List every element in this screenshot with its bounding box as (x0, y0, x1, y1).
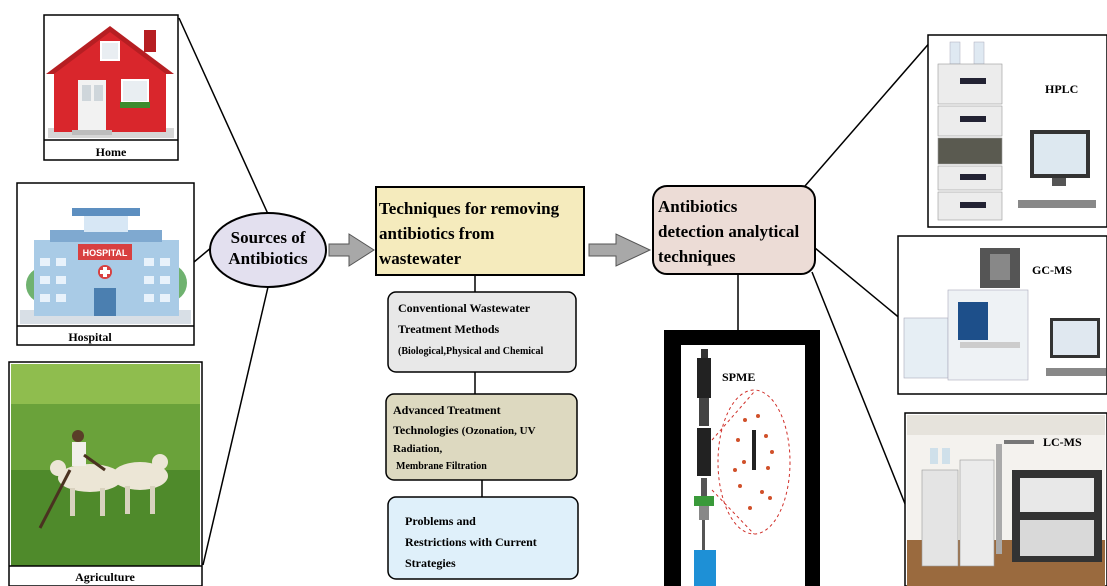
arrow-sources-to-removal (328, 233, 375, 267)
detection-title-line3: techniques (658, 247, 736, 266)
connector-hospital (193, 246, 213, 263)
connector-home (178, 17, 269, 215)
hospital-building-icon: HOSPITAL (20, 208, 191, 324)
arrow-removal-to-detection (588, 233, 652, 267)
hospital-label: Hospital (68, 330, 112, 344)
advanced-line2: Technologies (Ozonation, UV (393, 423, 536, 437)
advanced-node: Advanced Treatment Technologies (Ozonati… (385, 393, 578, 481)
sources-node: Sources of Antibiotics (209, 212, 327, 288)
advanced-line3: Radiation, (393, 443, 442, 455)
advanced-line1: Advanced Treatment (393, 403, 501, 417)
spme-panel: SPME (664, 330, 820, 586)
advanced-box (385, 393, 578, 481)
sources-ellipse (209, 212, 327, 288)
sources-title-line1: Sources of (231, 228, 306, 247)
hplc-label: HPLC (1045, 82, 1078, 96)
removal-title-line1: Techniques for removing (379, 199, 560, 218)
advanced-line4: Membrane Filtration (396, 461, 487, 472)
home-label: Home (96, 145, 127, 159)
conventional-line2: Treatment Methods (398, 322, 500, 336)
detection-title-line1: Antibiotics (658, 197, 738, 216)
removal-node: Techniques for removing antibiotics from… (375, 186, 585, 276)
agriculture-field-icon (11, 364, 200, 566)
spme-fiber-icon (694, 349, 791, 586)
connector-agriculture (202, 286, 269, 566)
conventional-line3: (Biological,Physical and Chemical (398, 346, 544, 357)
conventional-box (387, 291, 577, 373)
removal-title-line3: wastewater (379, 249, 462, 268)
hplc-panel: HPLC (927, 34, 1107, 228)
spme-label: SPME (722, 370, 755, 384)
removal-title-box (375, 186, 585, 276)
lcms-label: LC-MS (1043, 435, 1082, 449)
connector-gcms (814, 247, 903, 321)
home-panel: Home (43, 14, 179, 161)
connector-hplc (804, 39, 933, 187)
home-house-icon (46, 26, 174, 138)
lcms-panel: LC-MS (904, 412, 1107, 586)
problems-line1: Problems and (405, 514, 476, 528)
gcms-instrument-icon (903, 248, 1106, 381)
problems-line2: Restrictions with Current (405, 535, 537, 549)
lcms-instrument-icon (907, 415, 1105, 586)
gcms-label: GC-MS (1032, 263, 1072, 277)
detection-title-line2: detection analytical (658, 222, 799, 241)
problems-box (387, 496, 579, 580)
hplc-instrument-icon (937, 41, 1096, 221)
conventional-node: Conventional Wastewater Treatment Method… (387, 291, 577, 373)
agriculture-label: Agriculture (75, 570, 135, 584)
hospital-sign-text: HOSPITAL (83, 248, 128, 258)
agriculture-panel: Agriculture (8, 361, 203, 586)
detection-node: Antibiotics detection analytical techniq… (652, 185, 816, 275)
conventional-line1: Conventional Wastewater (398, 301, 531, 315)
problems-node: Problems and Restrictions with Current S… (387, 496, 579, 580)
hospital-panel: HOSPITAL Hospital (16, 182, 195, 346)
problems-line3: Strategies (405, 556, 456, 570)
sources-title-line2: Antibiotics (228, 249, 308, 268)
detection-box (652, 185, 816, 275)
removal-title-line2: antibiotics from (379, 224, 494, 243)
gcms-panel: GC-MS (897, 235, 1107, 395)
